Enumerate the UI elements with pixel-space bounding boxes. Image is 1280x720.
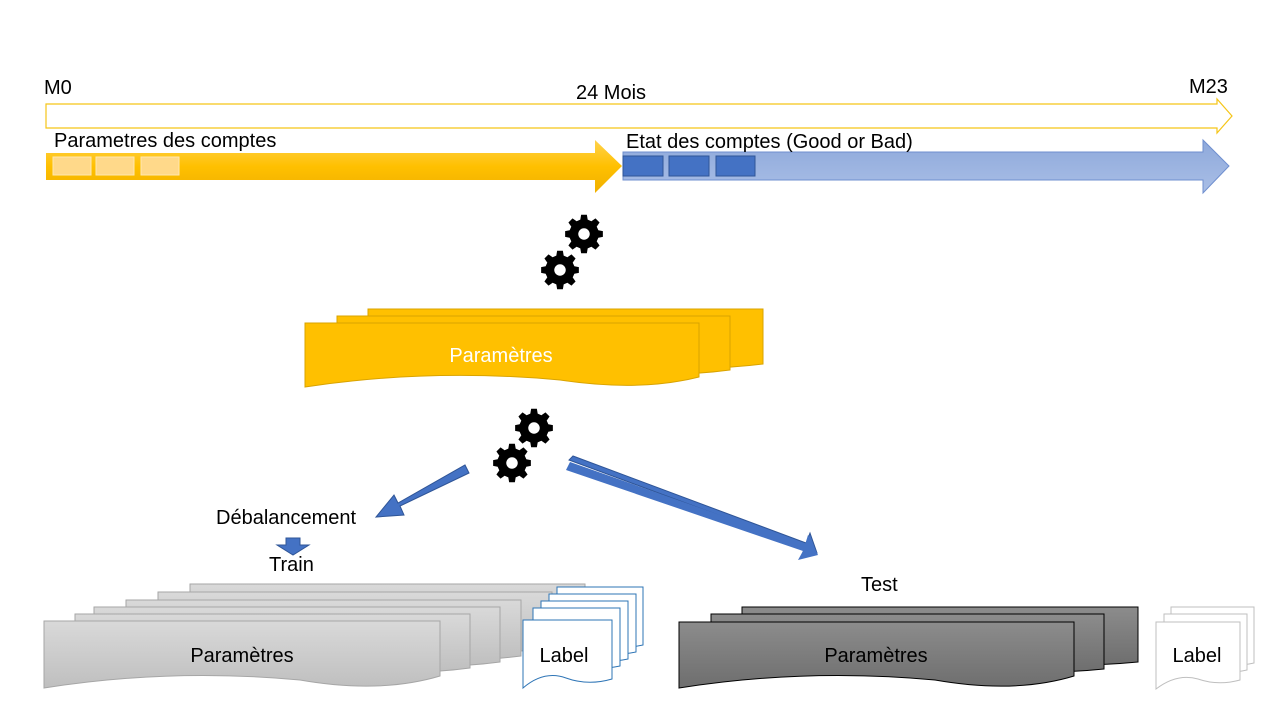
train-label: Train <box>269 554 314 576</box>
train-label-doc-text: Label <box>540 645 589 667</box>
train-parameters-stack <box>43 583 586 689</box>
gears-icon-middle <box>493 408 553 483</box>
test-label: Test <box>861 574 898 596</box>
train-parameters-label: Paramètres <box>190 645 293 667</box>
test-parameters-stack <box>678 606 1139 689</box>
arrow-to-rebalance <box>374 464 470 518</box>
rebalance-label: Débalancement <box>216 507 357 529</box>
arrow-to-train <box>275 537 311 556</box>
timeline-end-label: M23 <box>1189 76 1228 98</box>
input-block-1 <box>52 156 92 176</box>
output-block-3 <box>715 155 756 177</box>
parameters-stack-label: Paramètres <box>449 345 552 367</box>
output-phase-arrow <box>622 138 1230 195</box>
input-block-3 <box>140 156 180 176</box>
train-label-documents <box>522 586 644 690</box>
test-label-doc-text: Label <box>1173 645 1222 667</box>
output-phase-label: Etat des comptes (Good or Bad) <box>626 131 913 153</box>
output-block-2 <box>668 155 710 177</box>
test-parameters-label: Paramètres <box>824 645 927 667</box>
test-label-documents <box>1155 606 1255 691</box>
input-phase-label: Parametres des comptes <box>54 130 276 152</box>
parameters-stack <box>304 308 764 388</box>
timeline-arrow <box>45 97 1233 135</box>
output-block-1 <box>622 155 664 177</box>
arrow-to-test <box>566 455 818 560</box>
timeline-duration-label: 24 Mois <box>576 82 646 104</box>
input-block-2 <box>95 156 135 176</box>
input-phase-arrow <box>46 140 622 193</box>
gears-icon-top <box>541 214 603 290</box>
timeline-start-label: M0 <box>44 77 72 99</box>
